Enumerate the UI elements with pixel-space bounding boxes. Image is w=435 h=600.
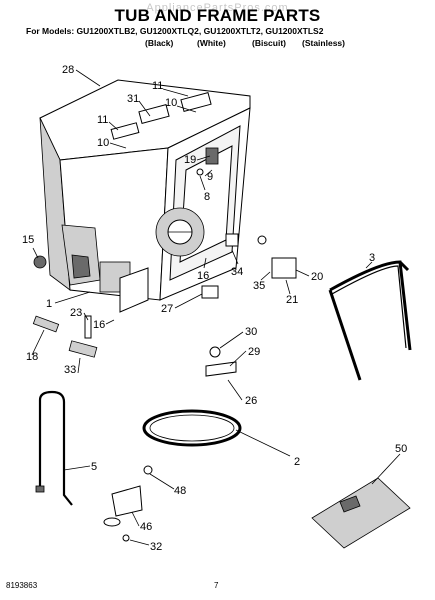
callout-19: 19 [184, 154, 196, 166]
valve-part [111, 485, 143, 517]
pad-part [68, 340, 98, 358]
bracket-part [271, 257, 297, 279]
callout-1: 1 [46, 298, 52, 310]
clip-part [201, 285, 219, 299]
sensor-part [209, 346, 221, 358]
callout-50: 50 [395, 443, 407, 455]
insulation-pad [311, 477, 411, 549]
roller-part [32, 315, 60, 333]
callout-21: 21 [286, 294, 298, 306]
callout-29: 29 [248, 346, 260, 358]
callout-32: 32 [150, 541, 162, 553]
leader-lines [31, 69, 401, 546]
color-black: (Black) [145, 38, 174, 48]
callout-11b: 11 [97, 114, 108, 126]
callout-35: 35 [253, 280, 265, 292]
callout-31: 31 [127, 93, 139, 105]
callout-33: 33 [64, 364, 76, 376]
callout-23: 23 [70, 307, 82, 319]
callout-9: 9 [207, 171, 213, 183]
callout-15: 15 [22, 234, 34, 246]
hose-part [38, 390, 73, 506]
callout-26: 26 [245, 395, 257, 407]
strip-part [84, 315, 92, 339]
callout-28: 28 [62, 64, 74, 76]
page-title: TUB AND FRAME PARTS [114, 6, 321, 25]
gasket-ring [142, 409, 242, 447]
diagram-code: 8193863 [6, 581, 38, 590]
callout-20: 20 [311, 271, 323, 283]
page-number: 7 [214, 581, 219, 590]
callout-18: 18 [26, 351, 38, 363]
model-list: For Models: GU1200XTLB2, GU1200XTLQ2, GU… [26, 26, 324, 36]
color-stainless: (Stainless) [302, 38, 345, 48]
callout-27: 27 [161, 303, 173, 315]
callout-11: 11 [152, 80, 163, 92]
callout-16b: 16 [93, 319, 105, 331]
callout-numbers: 28 11 10 31 11 10 19 9 8 3 15 16 34 20 3… [22, 64, 407, 553]
wheel-part [33, 255, 47, 269]
callout-10: 10 [165, 97, 177, 109]
color-biscuit: (Biscuit) [252, 38, 286, 48]
mount-part [205, 361, 237, 377]
callout-2: 2 [294, 456, 300, 468]
door-gasket [328, 260, 412, 381]
callout-5: 5 [91, 461, 97, 473]
callout-30: 30 [245, 326, 257, 338]
callout-3: 3 [369, 252, 375, 264]
callout-8: 8 [204, 191, 210, 203]
callout-16: 16 [197, 270, 209, 282]
watermark: AppliancePartsPros.com [146, 2, 289, 14]
color-white: (White) [197, 38, 226, 48]
callout-10b: 10 [97, 137, 109, 149]
callout-46: 46 [140, 521, 152, 533]
callout-48: 48 [174, 485, 186, 497]
tub-assembly [39, 79, 251, 313]
callout-34: 34 [231, 266, 243, 278]
